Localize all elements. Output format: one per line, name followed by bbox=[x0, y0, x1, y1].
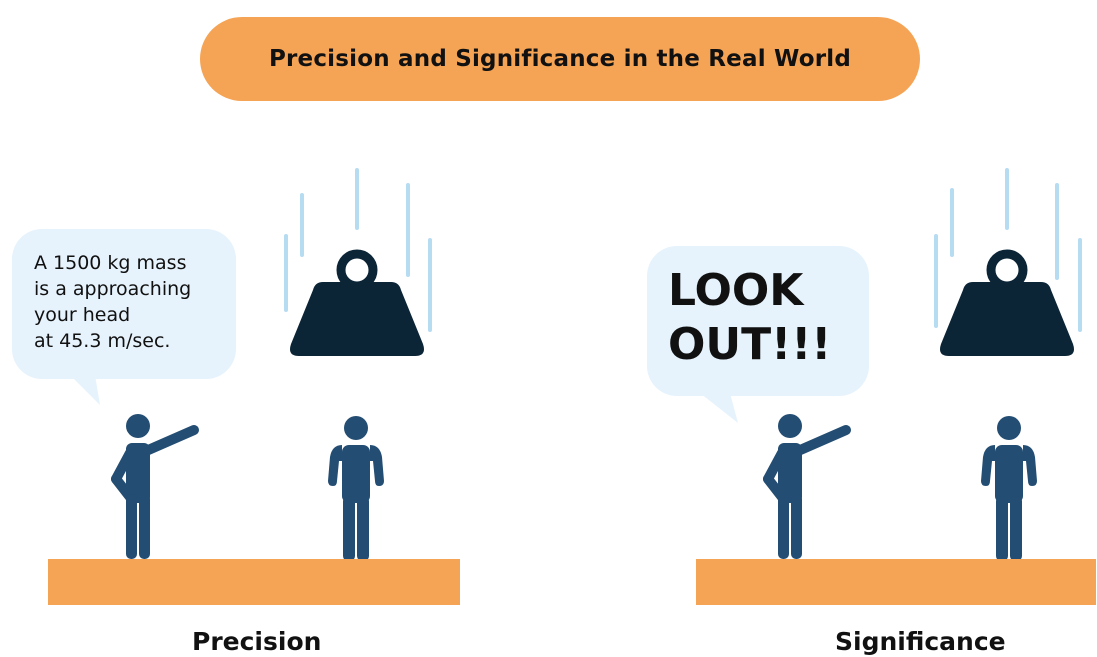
pointing-person-icon bbox=[116, 414, 194, 559]
left-panel-caption: Precision bbox=[192, 627, 322, 656]
left-speech-text: A 1500 kg mass is a approaching your hea… bbox=[34, 250, 191, 354]
left-ground-platform bbox=[48, 559, 460, 605]
left-speech-line: is a approaching bbox=[34, 278, 192, 300]
right-speech-line: LOOK bbox=[668, 265, 804, 316]
right-speech-line: OUT!!! bbox=[668, 319, 832, 370]
standing-person-icon bbox=[328, 416, 384, 561]
falling-weight-icon bbox=[934, 168, 1082, 356]
pointing-person-icon bbox=[768, 414, 846, 559]
left-speech-line: your head bbox=[34, 304, 131, 326]
speech-bubble-icon bbox=[647, 246, 869, 423]
falling-weight-icon bbox=[284, 168, 432, 356]
right-speech-text: LOOK OUT!!! bbox=[668, 264, 831, 372]
page-title: Precision and Significance in the Real W… bbox=[200, 17, 920, 101]
speech-bubble-icon bbox=[12, 229, 236, 405]
standing-person-icon bbox=[981, 416, 1037, 561]
right-ground-platform bbox=[696, 559, 1096, 605]
left-speech-line: A 1500 kg mass bbox=[34, 252, 187, 274]
left-speech-line: at 45.3 m/sec. bbox=[34, 330, 171, 352]
right-panel-caption: Significance bbox=[835, 627, 1006, 656]
